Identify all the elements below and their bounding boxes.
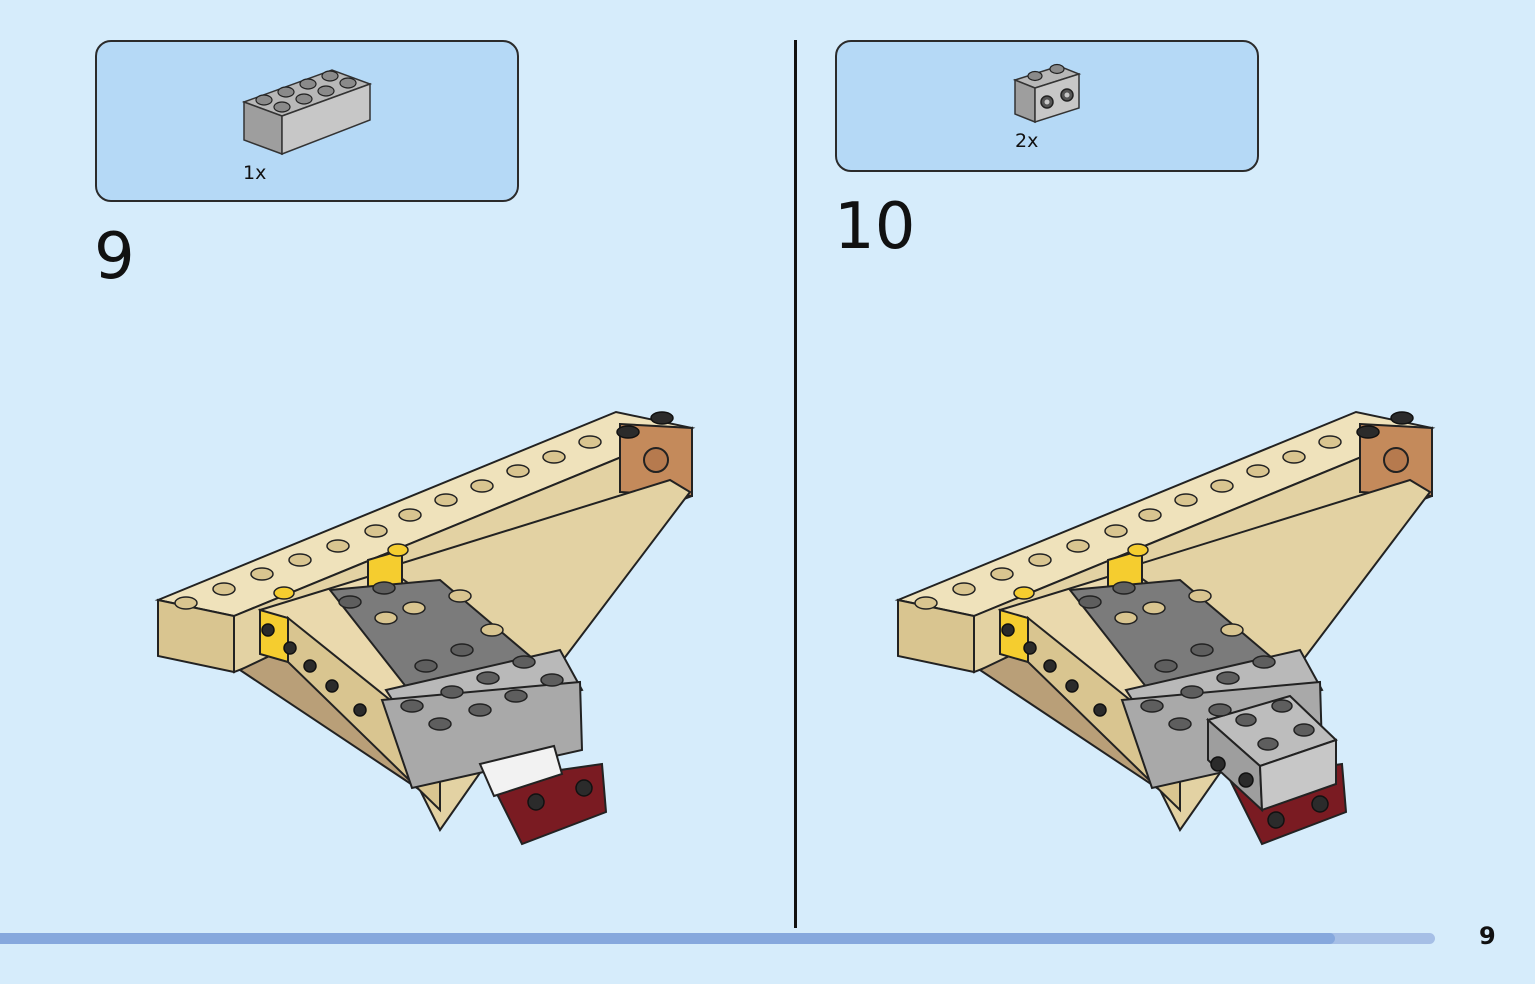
step-9-model-illustration [154, 410, 696, 846]
step-10-model-illustration [894, 410, 1436, 846]
step-number-9: 9 [94, 220, 135, 294]
page-number: 9 [1479, 922, 1496, 950]
part-quantity-label: 2x [1015, 130, 1039, 152]
parts-callout-step-10: 2x [835, 40, 1259, 172]
page-progress-bar [0, 933, 1435, 944]
light-gray-2x4-brick-icon [241, 69, 373, 156]
light-gray-1x2-brick-side-studs-icon [1012, 63, 1082, 124]
page-progress-fill [0, 933, 1335, 944]
parts-callout-step-9: 1x [95, 40, 519, 202]
step-number-10: 10 [834, 190, 916, 264]
step-divider [794, 40, 797, 928]
part-quantity-label: 1x [243, 162, 267, 184]
